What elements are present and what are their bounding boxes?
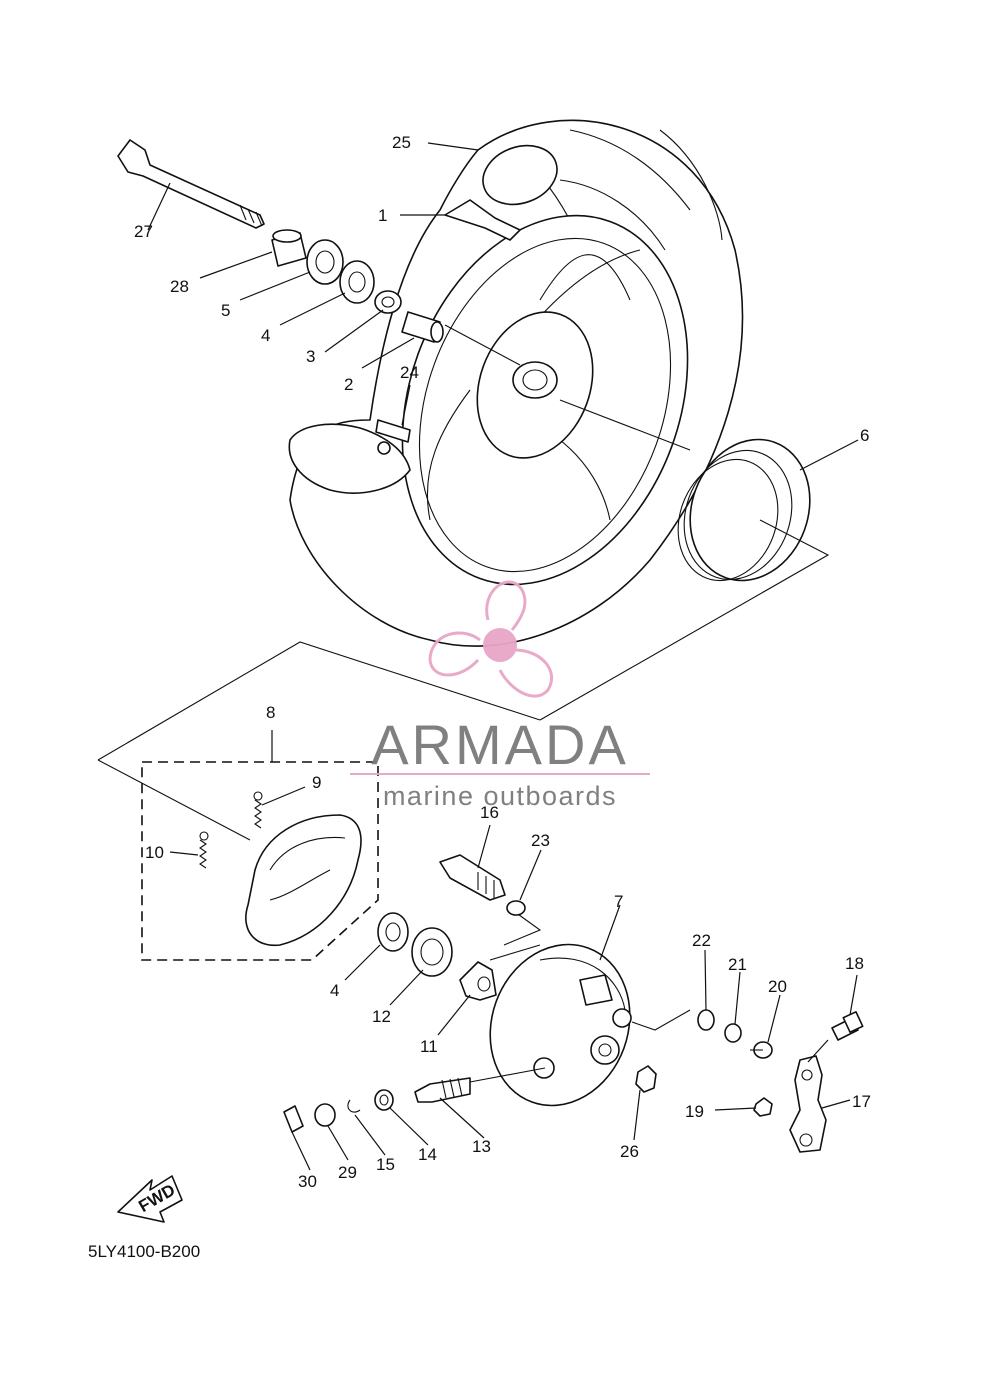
part-label-13: 13 (472, 1137, 491, 1156)
part-label-14: 14 (418, 1145, 437, 1164)
part-labels: 25 1 27 28 5 4 3 2 24 6 8 9 10 16 23 7 2… (134, 133, 871, 1191)
part-label-16: 16 (480, 803, 499, 822)
part-label-5: 5 (221, 301, 230, 320)
wheel-assembly (288, 119, 744, 647)
leader-lines (147, 142, 859, 1171)
part-label-18: 18 (845, 954, 864, 973)
part-label-21: 21 (728, 955, 747, 974)
diagram-code: 5LY4100-B200 (88, 1242, 200, 1261)
part-label-8: 8 (266, 703, 275, 722)
part-label-26: 26 (620, 1142, 639, 1161)
part-label-7: 7 (614, 892, 623, 911)
propeller-logo-icon (428, 580, 554, 698)
axle-group (117, 139, 521, 366)
part-label-11: 11 (420, 1037, 438, 1056)
brake-small-parts (283, 854, 864, 1153)
part-label-30: 30 (298, 1172, 317, 1191)
seal-6 (539, 399, 830, 721)
part-label-3: 3 (306, 347, 315, 366)
armada-watermark: ARMADA marine outboards (350, 580, 650, 811)
part-label-20: 20 (768, 977, 787, 996)
part-label-10: 10 (145, 843, 164, 862)
brake-shoe-box (97, 641, 541, 961)
brand-tagline: marine outboards (383, 781, 617, 811)
part-label-25: 25 (392, 133, 411, 152)
part-label-23: 23 (531, 831, 550, 850)
part-label-2: 2 (344, 375, 353, 394)
part-label-4b: 4 (330, 981, 339, 1000)
part-label-6: 6 (860, 426, 869, 445)
fwd-arrow-icon: FWD (117, 1175, 183, 1223)
part-label-29: 29 (338, 1163, 357, 1182)
brand-name: ARMADA (371, 713, 629, 776)
part-label-22: 22 (692, 931, 711, 950)
brake-panel-7 (489, 911, 632, 1107)
part-label-24: 24 (400, 363, 419, 382)
part-label-28: 28 (170, 277, 189, 296)
part-label-4a: 4 (261, 326, 270, 345)
part-label-17: 17 (852, 1092, 871, 1111)
part-label-9: 9 (312, 773, 321, 792)
part-label-19: 19 (685, 1102, 704, 1121)
part-label-12: 12 (372, 1007, 391, 1026)
part-label-15: 15 (376, 1155, 395, 1174)
part-label-1: 1 (378, 206, 387, 225)
part-label-27: 27 (134, 222, 153, 241)
